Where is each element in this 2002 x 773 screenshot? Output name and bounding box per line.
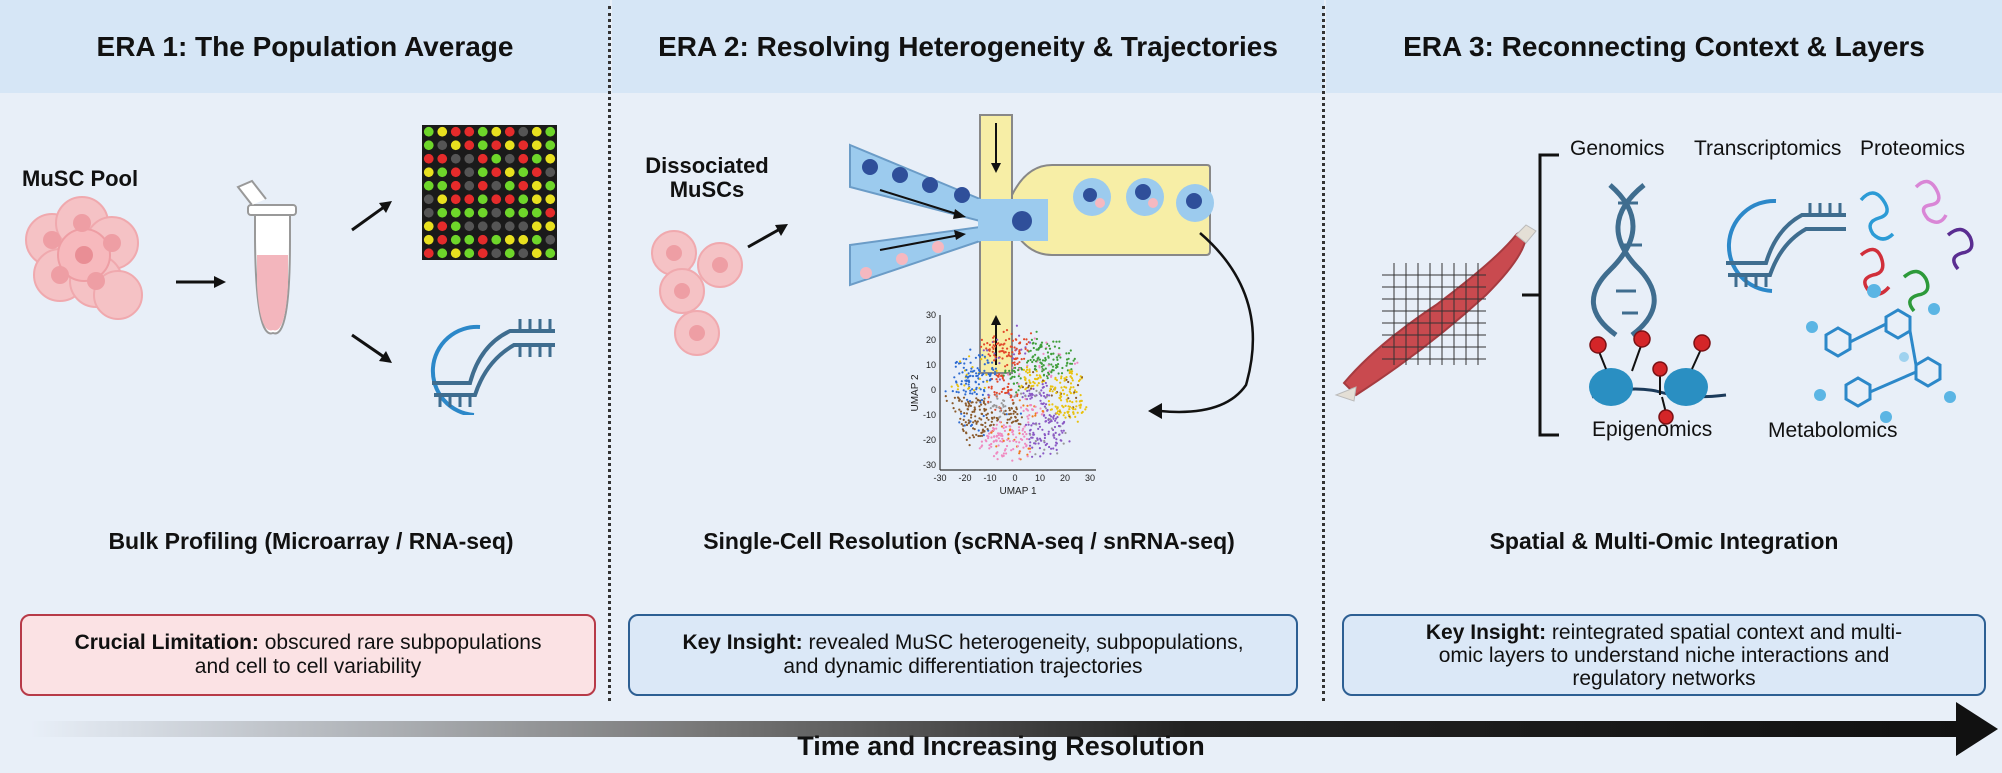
arrow-icon [176,276,226,288]
umap-xtick: 30 [1085,473,1095,483]
musc-pool-label: MuSC Pool [22,166,139,191]
era-1-title: ERA 1: The Population Average [0,0,610,93]
umap-ytick: 20 [926,335,936,345]
era-3-caption: Spatial & Multi-Omic Integration [1489,528,1839,554]
insight-2-label: Key Insight: [682,631,803,654]
rna-icon [1726,198,1846,293]
umap-axes [939,315,1096,471]
era-3-insight-box: Key Insight: reintegrated spatial contex… [1342,614,1986,696]
era-1-illustration [25,125,557,415]
omic-label-transcriptomics: Transcriptomics [1694,137,1842,160]
insight-2-line2: and dynamic differentiation trajectories [783,655,1143,678]
umap-xlabel: UMAP 1 [999,486,1036,497]
umap-ytick: 10 [926,360,936,370]
era-3-title: ERA 3: Reconnecting Context & Layers [1326,0,2002,93]
umap-xtick: -10 [983,473,996,483]
insight-2-line1: revealed MuSC heterogeneity, subpopulati… [802,631,1244,654]
arrow-icon [747,224,788,249]
insight-3-label: Key Insight: [1425,620,1547,644]
nucleosome-icon [1589,330,1727,425]
omic-label-genomics: Genomics [1570,137,1665,160]
timeline-label: Time and Increasing Resolution [797,731,1205,761]
era-1-caption: Bulk Profiling (Microarray / RNA-seq) [108,528,514,554]
umap-ytick: -30 [923,460,936,470]
umap-ytick: 30 [926,310,936,320]
umap-scatter [944,324,1088,462]
divider-2 [1322,6,1325,701]
umap-ytick: -20 [923,435,936,445]
era-2-caption: Single-Cell Resolution (scRNA-seq / snRN… [703,528,1235,554]
dissociated-label-1: Dissociated [645,153,769,178]
timeline-arrow [30,702,1998,756]
umap-ytick: 0 [931,385,936,395]
umap-xtick: 10 [1035,473,1045,483]
era-2-title: ERA 2: Resolving Heterogeneity & Traject… [612,0,1324,93]
insight-3-line3: regulatory networks [1572,666,1756,690]
limitation-line1: obscured rare subpopulations [258,631,542,654]
muscle-icon [1334,224,1537,402]
omic-label-epigenomics: Epigenomics [1592,418,1713,441]
bracket [1522,153,1559,437]
arrow-icon [351,333,392,363]
tube-icon [236,179,297,335]
dissociated-label-2: MuSCs [669,177,745,202]
omic-label-metabolomics: Metabolomics [1768,419,1898,442]
umap-xtick: -20 [958,473,971,483]
limitation-line2: and cell to cell variability [194,655,422,678]
dna-icon [1591,183,1657,338]
divider-1 [608,6,611,701]
umap-xtick: -30 [933,473,946,483]
rna-icon [430,319,555,415]
umap-xtick: 20 [1060,473,1070,483]
musc-cluster-icon [25,196,143,320]
umap-xtick: 0 [1012,473,1017,483]
omic-label-proteomics: Proteomics [1860,137,1966,160]
arrow-icon [351,201,392,232]
microfluidic-icon [849,114,1255,419]
era-2-insight-box: Key Insight: revealed MuSC heterogeneity… [628,614,1298,696]
microarray-icon [422,125,557,260]
limitation-label: Crucial Limitation: [74,631,259,654]
era-3-illustration [1334,153,1974,437]
umap-ylabel: UMAP 2 [910,374,921,411]
dissociated-cells-icon [651,230,743,356]
molecule-icon [1824,308,1942,408]
umap-ytick: -10 [923,410,936,420]
insight-3-line1: reintegrated spatial context and multi- [1546,620,1903,644]
insight-3-line2: omic layers to understand niche interact… [1438,643,1890,667]
era-1-limitation-box: Crucial Limitation: obscured rare subpop… [20,614,596,696]
